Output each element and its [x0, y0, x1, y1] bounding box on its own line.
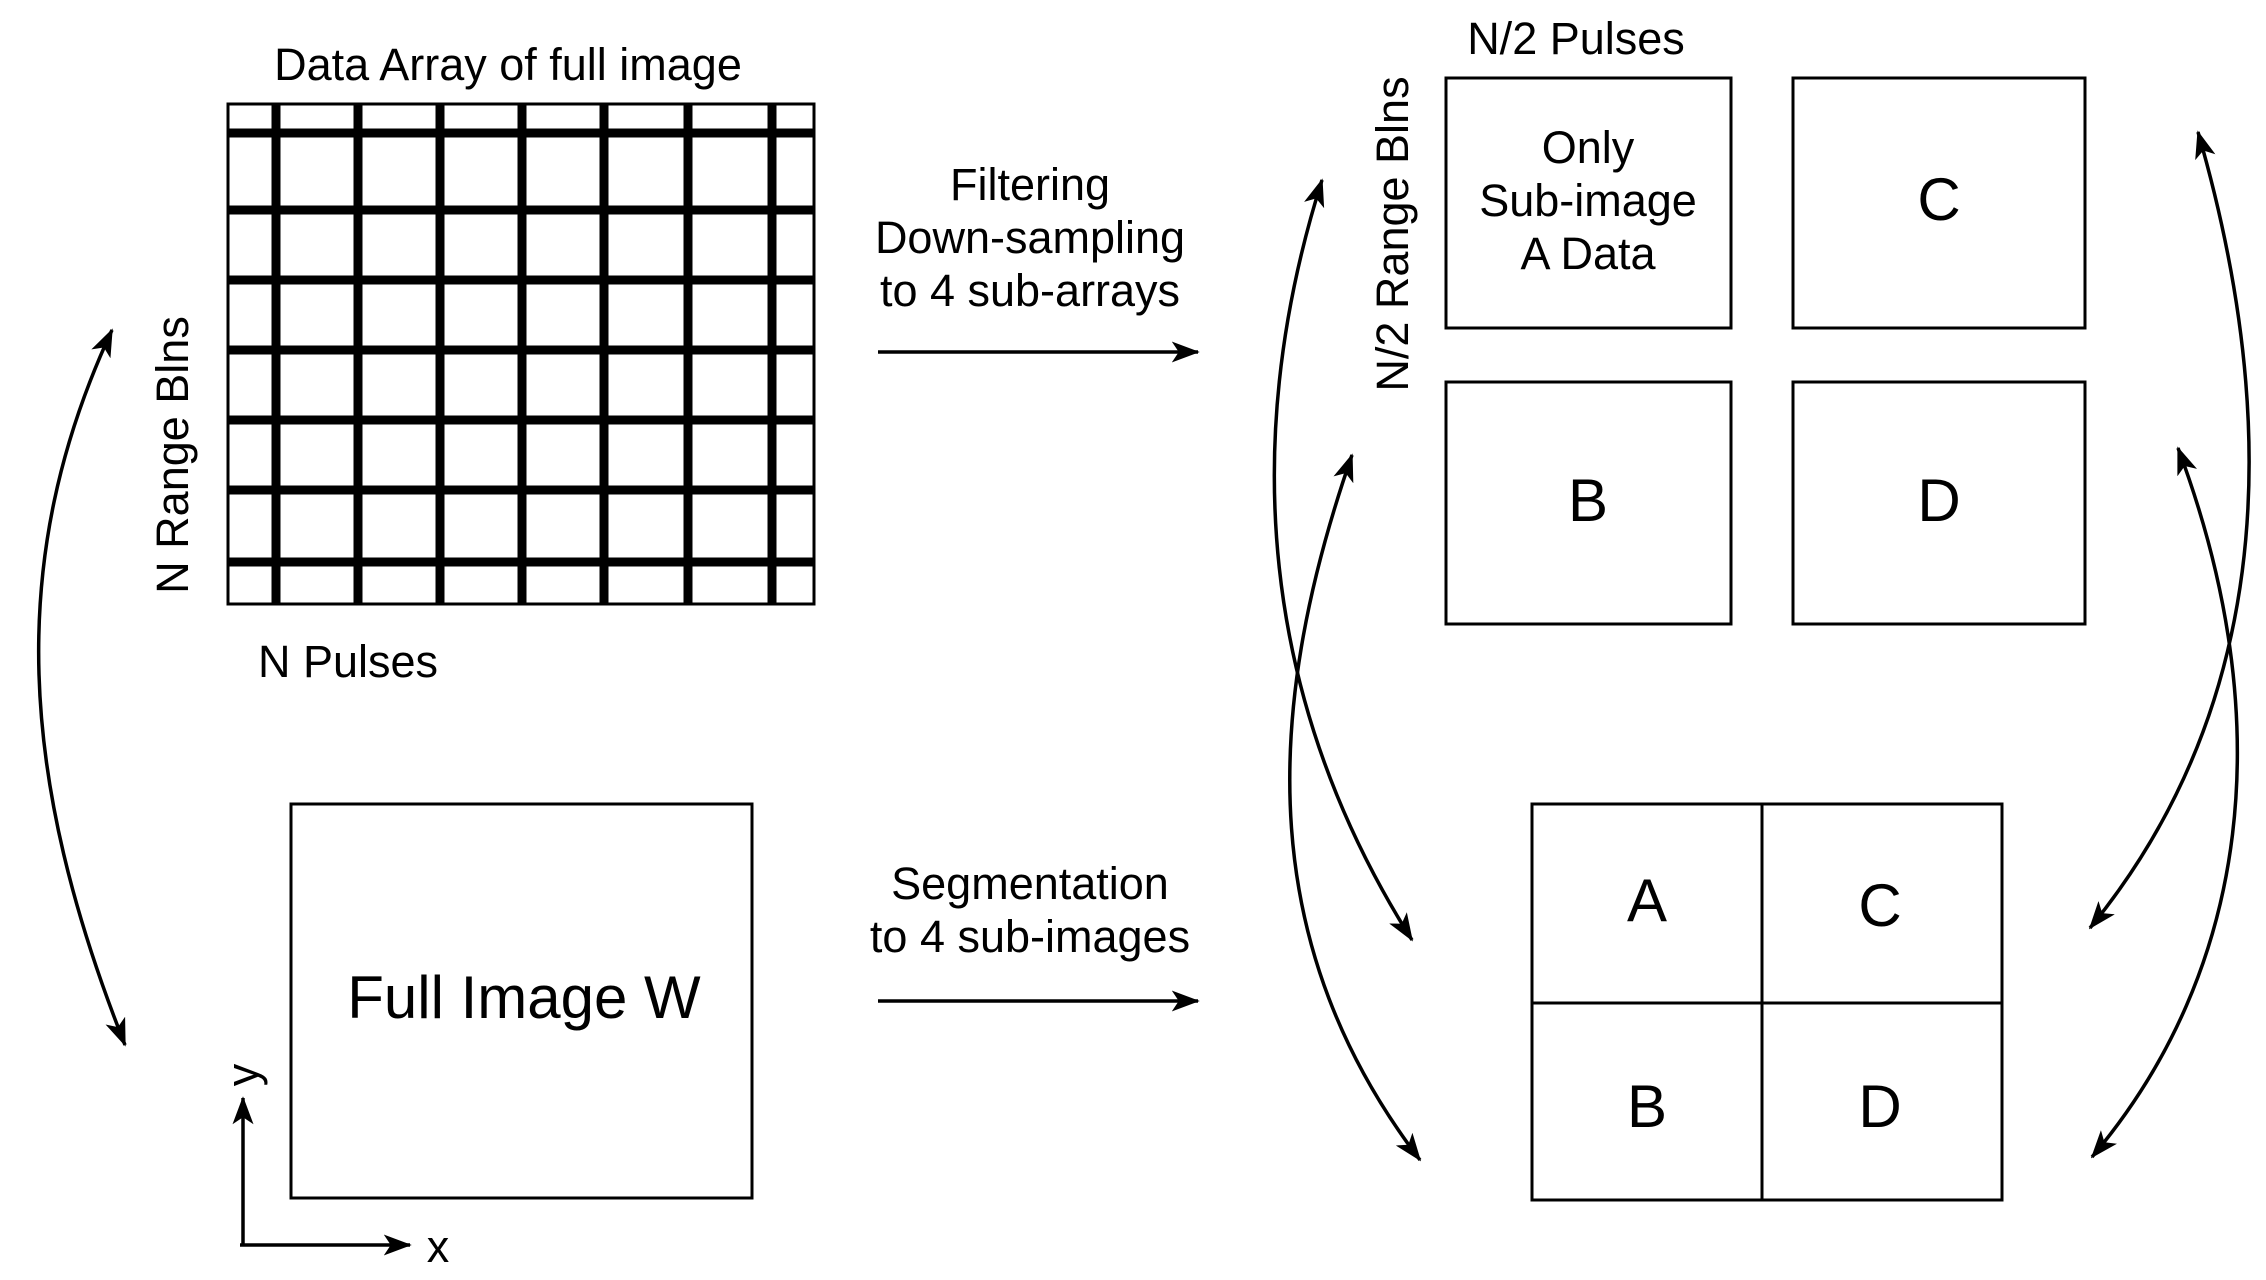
axis-x-label: x	[427, 1221, 450, 1272]
full-image-label: Full Image W	[347, 964, 701, 1031]
sub-array-b-box	[1444, 380, 1733, 626]
sub-array-d-box	[1791, 380, 2087, 626]
sub-array-b-label: B	[1568, 467, 1608, 534]
sub-array-a-line-3: A Data	[1520, 228, 1656, 279]
data-array-grid	[228, 104, 814, 604]
correspondence-arrows	[36, 130, 2251, 1162]
sub-array-d-to-sub-image-d-arrow	[2090, 446, 2240, 1159]
step1-section: Filtering Down-sampling to 4 sub-arrays	[875, 159, 1200, 363]
sub-array-c-to-sub-image-c-arrow	[2088, 130, 2251, 930]
data-array-title: Data Array of full image	[274, 39, 742, 90]
sub-image-b-label: B	[1627, 1073, 1667, 1140]
sub-array-a-line-2: Sub-image	[1479, 175, 1697, 226]
sub-image-a-label: A	[1627, 867, 1667, 934]
sub-image-c-label: C	[1858, 872, 1901, 939]
sub-image-d-label: D	[1858, 1073, 1901, 1140]
step1-line-3: to 4 sub-arrays	[880, 265, 1180, 316]
data-array-section: Data Array of full image N Pulses N Rang…	[147, 39, 816, 687]
sub-arrays-ylabel: N/2 Range Blns	[1367, 76, 1418, 391]
step2-section: Segmentation to 4 sub-images	[870, 858, 1200, 1012]
data-array-xlabel: N Pulses	[258, 636, 438, 687]
axis-y-label: y	[217, 1063, 268, 1086]
step1-line-2: Down-sampling	[875, 212, 1185, 263]
sub-array-c-label: C	[1917, 166, 1960, 233]
sub-array-b-to-sub-image-b-arrow	[1288, 453, 1422, 1162]
sub-arrays-section: N/2 Pulses N/2 Range Blns Only Sub-image…	[1367, 13, 2087, 626]
full-array-to-full-image-arrow	[36, 328, 127, 1047]
step2-line-1: Segmentation	[891, 858, 1169, 909]
sub-arrays-xlabel: N/2 Pulses	[1467, 13, 1685, 64]
sub-array-d-label: D	[1917, 467, 1960, 534]
step2-line-2: to 4 sub-images	[870, 911, 1190, 962]
sub-images-section: A C B D	[1530, 802, 2004, 1202]
sub-array-c-box	[1791, 76, 2087, 330]
full-image-box	[289, 802, 754, 1200]
step1-line-1: Filtering	[950, 159, 1110, 210]
sub-array-a-line-1: Only	[1542, 122, 1635, 173]
data-array-ylabel: N Range Blns	[147, 316, 198, 594]
full-image-section: Full Image W x y	[217, 802, 754, 1272]
sub-array-a-box	[1444, 76, 1733, 330]
